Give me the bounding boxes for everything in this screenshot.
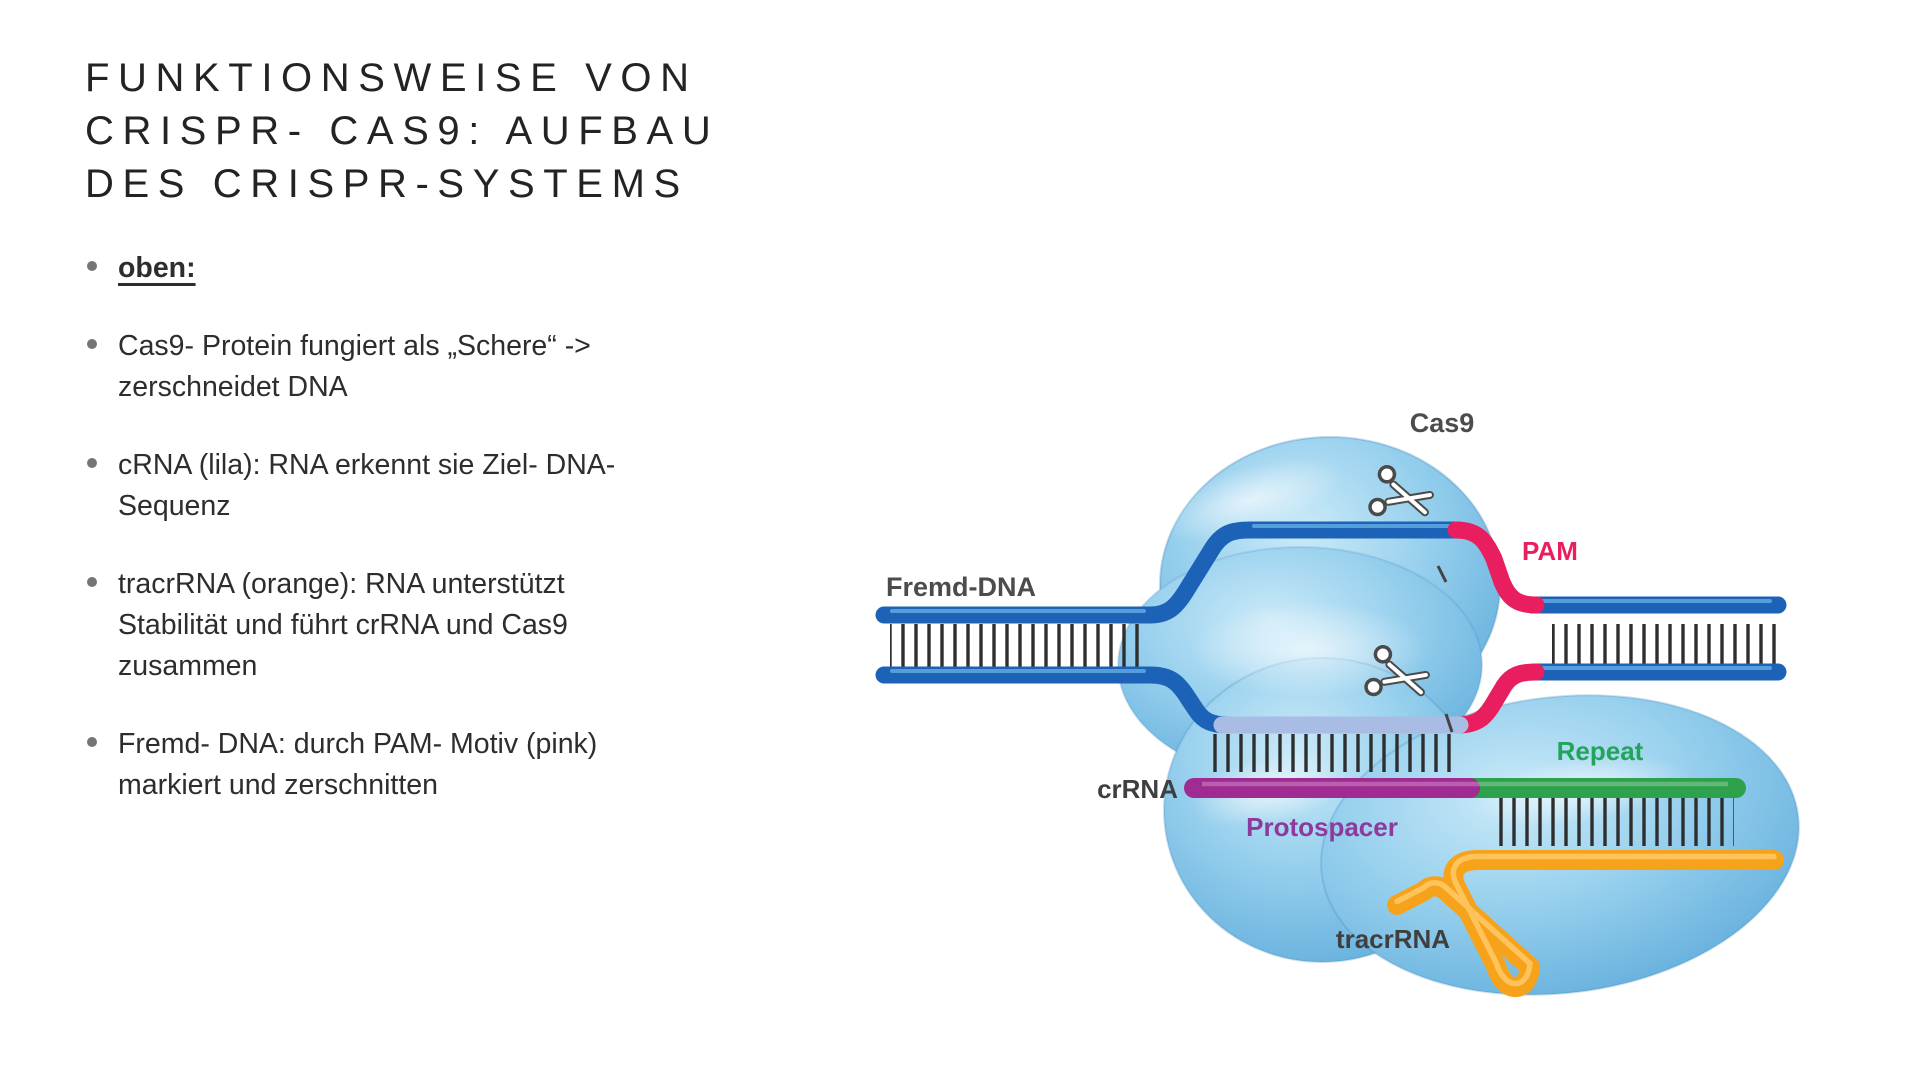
bullet-icon [87, 577, 97, 588]
list-item: Cas9- Protein fungiert als „Schere“ -> z… [87, 326, 657, 408]
list-item: tracrRNA (orange): RNA unterstützt Stabi… [87, 564, 657, 687]
dna-top-strand [875, 521, 1467, 624]
blob-highlight [1190, 602, 1430, 698]
slide-title-line: DES CRISPR-SYSTEMS [85, 162, 689, 207]
bullet-text: tracrRNA (orange): RNA unterstützt Stabi… [118, 568, 568, 683]
bullet-icon [87, 339, 97, 350]
bullet-text: oben: [118, 252, 196, 284]
crrna-label: crRNA [1097, 774, 1178, 804]
pam-segment [1447, 521, 1545, 734]
bullet-list: oben: Cas9- Protein fungiert als „Schere… [87, 248, 657, 806]
cut-mark [1444, 713, 1454, 733]
cas9-label: Cas9 [1410, 408, 1475, 438]
bullet-text: Fremd- DNA: durch PAM- Motiv (pink) mark… [118, 728, 598, 802]
bullet-text: cRNA (lila): RNA erkennt sie Ziel- DNA- … [118, 449, 616, 523]
list-item: Fremd- DNA: durch PAM- Motiv (pink) mark… [87, 724, 657, 806]
slide-title: FUNKTIONSWEISE VON CRISPR- CAS9: AUFBAU … [85, 52, 725, 212]
tracrrna-strand [1387, 850, 1784, 997]
pam-label: PAM [1522, 536, 1578, 566]
fremd-dna-label: Fremd-DNA [886, 572, 1036, 602]
bullet-text: Cas9- Protein fungiert als „Schere“ -> z… [118, 330, 591, 404]
blob-highlight [1158, 457, 1342, 543]
tracrrna-label: tracrRNA [1336, 924, 1450, 954]
bullet-icon [87, 261, 97, 271]
dna-base-pair-rungs [890, 624, 1776, 846]
list-item: cRNA (lila): RNA erkennt sie Ziel- DNA- … [87, 445, 657, 527]
protospacer-label: Protospacer [1246, 812, 1398, 842]
slide-title-line: CRISPR- CAS9: AUFBAU [85, 109, 720, 154]
slide-title-line: FUNKTIONSWEISE VON [85, 56, 698, 100]
list-item: oben: [87, 248, 657, 289]
bullet-icon [87, 737, 97, 748]
cut-mark [1436, 565, 1448, 583]
bullet-icon [87, 458, 97, 469]
repeat-label: Repeat [1557, 736, 1644, 766]
